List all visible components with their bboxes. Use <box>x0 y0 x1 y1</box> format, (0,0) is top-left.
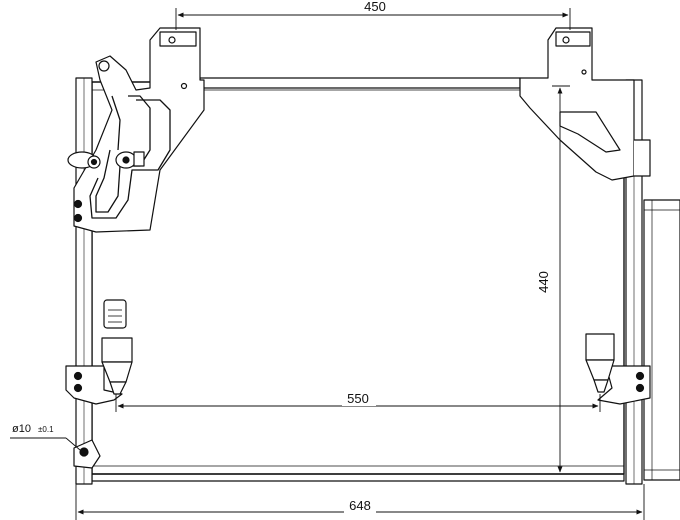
receiver-drier <box>643 199 680 481</box>
right-mid-bracket <box>597 365 651 405</box>
pipe-fittings <box>67 151 145 169</box>
right-clip <box>585 333 615 393</box>
left-clip <box>101 299 133 395</box>
top-rail <box>199 77 521 89</box>
bottom-left-lug <box>73 439 101 469</box>
hole-tolerance-label: ±0.1 <box>38 425 54 434</box>
dim-550-label: 550 <box>347 391 369 406</box>
inlet-pipe <box>89 95 171 219</box>
left-mid-bracket <box>65 365 123 405</box>
dim-440-label: 440 <box>536 271 551 293</box>
bottom-rail <box>91 473 625 482</box>
top-left-bracket <box>73 27 205 233</box>
left-header-tank <box>75 77 93 485</box>
dim-450-label: 450 <box>364 0 386 14</box>
top-right-bracket <box>519 27 651 181</box>
hole-diameter-label: ø10 <box>12 423 31 435</box>
dim-648-label: 648 <box>349 498 371 513</box>
